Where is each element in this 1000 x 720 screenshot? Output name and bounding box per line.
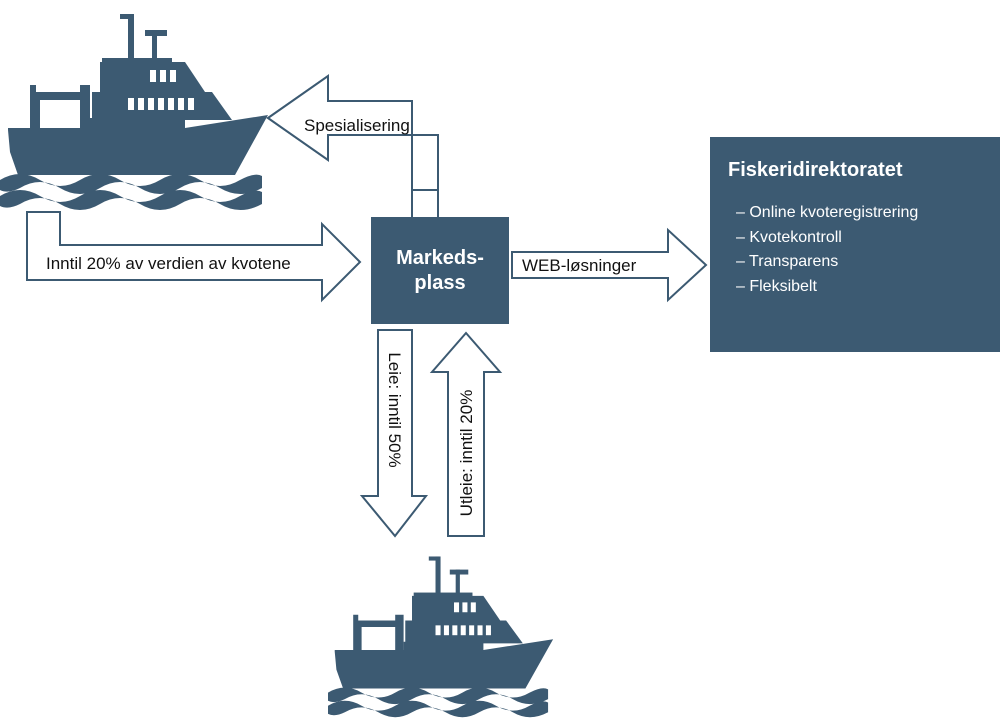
bottom-vessel-icon <box>328 556 554 718</box>
rental-arrow <box>429 331 503 537</box>
lease-label: Leie: inntil 50% <box>385 352 404 468</box>
value-share-label: Inntil 20% av verdien av kvotene <box>46 254 291 273</box>
rental-label: Utleie: inntil 20% <box>457 389 476 517</box>
web-solutions-label: WEB-løsninger <box>522 256 637 275</box>
value-share-arrow <box>26 211 362 303</box>
list-item: – Fleksibelt <box>736 277 817 295</box>
fiskeridirektoratet-list: – Online kvoteregistrering – Kvotekontro… <box>736 201 918 299</box>
spesialisering-arrow-shape <box>266 74 439 191</box>
lease-arrow <box>359 329 429 538</box>
list-item: – Transparens <box>736 253 839 270</box>
spesialisering-label: Spesialisering <box>304 116 410 135</box>
marketplace-line1: Markeds- <box>396 246 484 269</box>
fiskeridirektoratet-title: Fiskeridirektoratet <box>728 159 903 181</box>
list-item: – Online kvoteregistrering <box>736 204 919 221</box>
marketplace-line2: plass <box>414 271 466 294</box>
web-solutions-arrow <box>511 227 708 303</box>
list-item: – Kvotekontroll <box>736 228 842 246</box>
marketplace-box: Markeds- plass <box>371 217 509 324</box>
fiskeridirektoratet-box: Fiskeridirektoratet – Online kvoteregist… <box>710 137 1000 352</box>
top-vessel-icon <box>0 14 268 210</box>
